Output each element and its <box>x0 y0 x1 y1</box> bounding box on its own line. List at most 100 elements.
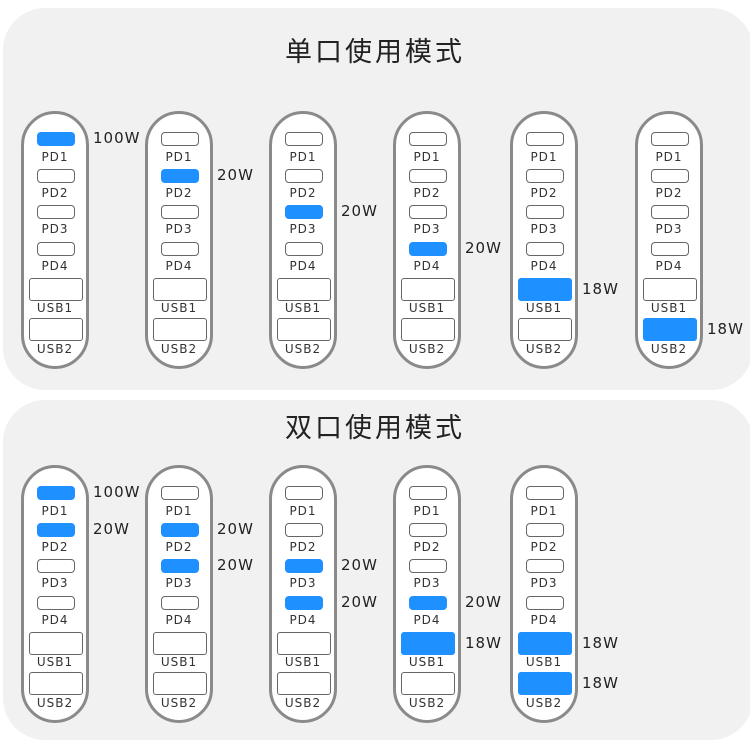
pd3-port <box>651 205 689 219</box>
pd3-port <box>409 205 447 219</box>
pd1-label: PD1 <box>289 504 317 518</box>
pd2-port <box>526 169 564 183</box>
pd3-port <box>285 559 323 573</box>
pd1-port <box>285 486 323 500</box>
wattage-label: 18W <box>582 633 619 652</box>
usb2-label: USB2 <box>525 696 563 710</box>
pd3-label: PD3 <box>41 576 69 590</box>
pd2-label: PD2 <box>530 186 558 200</box>
usb2-port <box>153 318 207 341</box>
pd4-label: PD4 <box>289 613 317 627</box>
pd2-label: PD2 <box>413 186 441 200</box>
pd3-port <box>37 559 75 573</box>
pd3-port <box>526 559 564 573</box>
pd4-label: PD4 <box>530 259 558 273</box>
usb2-label: USB2 <box>284 696 322 710</box>
pd2-port <box>161 169 199 183</box>
usb1-label: USB1 <box>160 301 198 315</box>
pd4-label: PD4 <box>41 259 69 273</box>
pd3-label: PD3 <box>165 222 193 236</box>
wattage-label: 18W <box>465 633 502 652</box>
usb1-label: USB1 <box>36 655 74 669</box>
pd2-label: PD2 <box>413 540 441 554</box>
pd1-label: PD1 <box>41 150 69 164</box>
usb1-port <box>643 278 697 301</box>
usb1-label: USB1 <box>160 655 198 669</box>
pd2-port <box>37 523 75 537</box>
wattage-label: 20W <box>341 593 378 611</box>
pd3-label: PD3 <box>530 222 558 236</box>
pd1-port <box>651 132 689 146</box>
usb1-port <box>153 278 207 301</box>
usb2-port <box>29 672 83 695</box>
wattage-label: 18W <box>582 673 619 692</box>
wattage-label: 18W <box>582 279 619 298</box>
usb1-port <box>518 278 572 301</box>
usb1-port <box>518 632 572 655</box>
pd2-label: PD2 <box>41 540 69 554</box>
wattage-label: 20W <box>217 166 254 184</box>
pd3-port <box>37 205 75 219</box>
usb2-port <box>29 318 83 341</box>
pd2-label: PD2 <box>530 540 558 554</box>
wattage-label: 20W <box>217 520 254 538</box>
pd2-label: PD2 <box>165 540 193 554</box>
wattage-label: 20W <box>465 239 502 257</box>
wattage-label: 20W <box>93 520 130 538</box>
pd4-label: PD4 <box>413 613 441 627</box>
usb2-label: USB2 <box>36 696 74 710</box>
usb1-label: USB1 <box>525 301 563 315</box>
wattage-label: 18W <box>707 319 744 338</box>
pd1-port <box>526 486 564 500</box>
pd4-port <box>409 242 447 256</box>
pd2-label: PD2 <box>165 186 193 200</box>
pd1-label: PD1 <box>165 150 193 164</box>
pd4-label: PD4 <box>413 259 441 273</box>
pd4-label: PD4 <box>165 613 193 627</box>
usb1-label: USB1 <box>408 301 446 315</box>
pd3-port <box>161 205 199 219</box>
pd3-port <box>409 559 447 573</box>
pd3-port <box>285 205 323 219</box>
pd2-port <box>285 169 323 183</box>
pd4-port <box>285 596 323 610</box>
usb1-port <box>153 632 207 655</box>
usb2-port <box>153 672 207 695</box>
usb2-label: USB2 <box>160 342 198 356</box>
pd1-label: PD1 <box>413 504 441 518</box>
pd4-port <box>651 242 689 256</box>
pd4-label: PD4 <box>530 613 558 627</box>
wattage-label: 20W <box>465 593 502 611</box>
pd4-port <box>161 242 199 256</box>
pd2-port <box>409 169 447 183</box>
usb1-port <box>277 632 331 655</box>
pd2-label: PD2 <box>41 186 69 200</box>
pd4-port <box>526 596 564 610</box>
pd4-port <box>37 242 75 256</box>
wattage-label: 20W <box>341 202 378 220</box>
usb2-label: USB2 <box>36 342 74 356</box>
wattage-label: 20W <box>217 556 254 574</box>
pd1-label: PD1 <box>530 150 558 164</box>
usb2-label: USB2 <box>284 342 322 356</box>
pd1-port <box>409 486 447 500</box>
wattage-label: 100W <box>93 483 141 501</box>
usb1-label: USB1 <box>650 301 688 315</box>
usb1-label: USB1 <box>284 655 322 669</box>
pd4-label: PD4 <box>655 259 683 273</box>
pd3-label: PD3 <box>41 222 69 236</box>
mode-title: 单口使用模式 <box>285 37 465 68</box>
usb1-port <box>401 278 455 301</box>
pd2-port <box>526 523 564 537</box>
usb1-port <box>29 278 83 301</box>
pd4-port <box>37 596 75 610</box>
usb1-label: USB1 <box>525 655 563 669</box>
pd1-port <box>409 132 447 146</box>
